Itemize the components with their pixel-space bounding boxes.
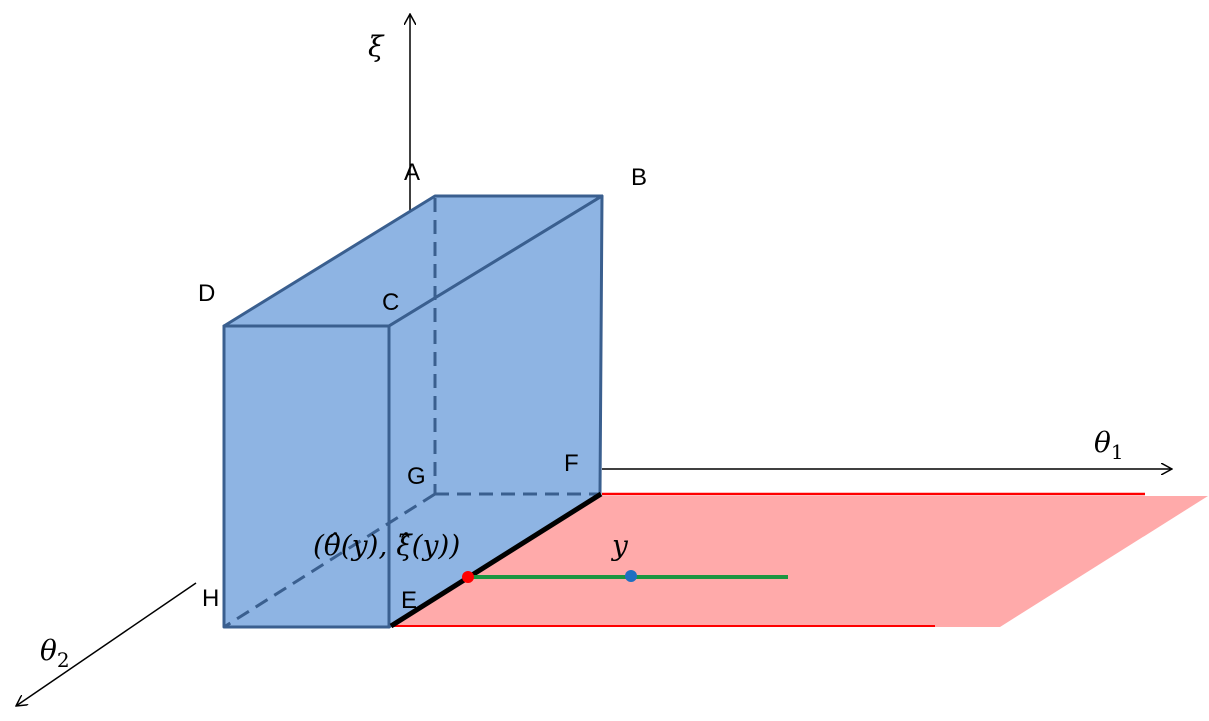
- theta1-axis-label: θ1: [1094, 426, 1124, 464]
- label-A: A: [404, 159, 420, 186]
- y-point: [625, 570, 637, 582]
- theta2-sub: 2: [57, 648, 70, 672]
- label-H: H: [202, 585, 219, 612]
- estimate-label: (θ̂(y), ξ̂(y)): [313, 529, 460, 562]
- theta2-axis-label: θ2: [40, 634, 70, 672]
- hidden-edge-GH: [223, 492, 436, 629]
- label-C: C: [382, 289, 399, 316]
- label-D: D: [198, 280, 215, 307]
- estimate-point: [462, 571, 474, 583]
- label-E: E: [401, 587, 417, 614]
- red-plane: [392, 496, 1208, 627]
- theta1-sub: 1: [1111, 440, 1124, 464]
- label-F: F: [564, 450, 579, 477]
- xi-axis-label: ξ: [368, 30, 385, 63]
- theta2-base: θ: [40, 634, 57, 667]
- box-front-face: [222, 324, 391, 629]
- edge-EF: [389, 491, 603, 629]
- label-B: B: [631, 164, 647, 191]
- y-label: y: [610, 529, 629, 562]
- theta1-base: θ: [1094, 426, 1111, 459]
- label-G: G: [407, 463, 426, 490]
- theta2-axis: [16, 582, 197, 706]
